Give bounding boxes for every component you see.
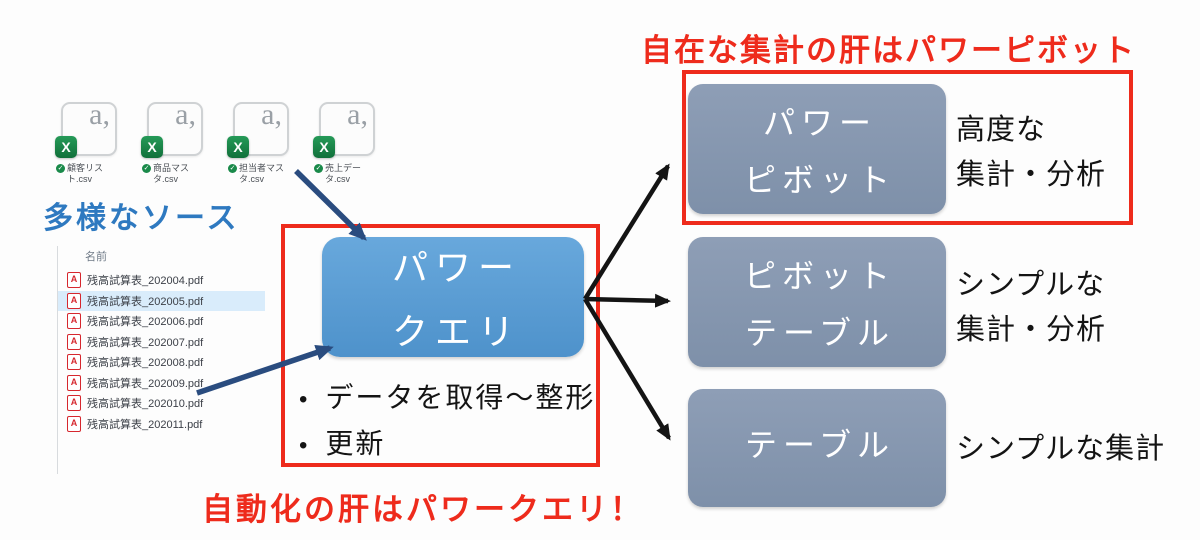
pdf-icon: A [67,313,81,330]
power-query-title-line2: クエリ [391,311,521,352]
power-query-title-line1: パワー [391,247,521,288]
bullet-icon: • [299,432,308,459]
csv-file-product-master[interactable]: a, X ✓ 商品マスタ.csv [141,98,208,186]
csv-glyph: a, [89,98,110,131]
file-name: 残高試算表_202007.pdf [87,336,204,349]
pdf-icon: A [67,374,81,391]
table-title-line1: テーブル [744,426,896,463]
power-pivot-box: パワー ピボット [688,84,946,214]
pivot-table-title-line2: テーブル [744,314,896,351]
file-explorer-list: 名前 A 残高試算表_202004.pdf A 残高試算表_202005.pdf… [57,244,265,474]
power-query-bullets: • データを取得～整形 • 更新 [299,376,595,468]
bullet-text: データを取得～整形 [325,382,596,413]
file-row[interactable]: A 残高試算表_202008.pdf [57,352,265,373]
csv-file-icon: a, X [313,98,375,158]
excel-badge-icon: X [227,136,249,158]
power-query-box: パワー クエリ [322,237,584,357]
desc-line: 高度な [956,114,1047,146]
csv-file-label: ✓ 売上データ.csv [314,163,380,186]
pivot-table-box: ピボット テーブル [688,237,946,367]
csv-file-icon: a, X [141,98,203,158]
file-list-header: 名前 [85,251,107,263]
pane-divider [57,246,58,474]
file-name: 残高試算表_202010.pdf [87,398,204,411]
file-row[interactable]: A 残高試算表_202007.pdf [57,332,265,353]
file-row[interactable]: A 残高試算表_202009.pdf [57,373,265,394]
file-name: 残高試算表_202008.pdf [87,357,204,370]
sync-check-icon: ✓ [142,164,151,173]
file-name: 残高試算表_202009.pdf [87,377,204,390]
sync-check-icon: ✓ [314,164,323,173]
excel-badge-icon: X [55,136,77,158]
csv-glyph: a, [175,98,196,131]
power-pivot-frame [682,70,1133,225]
file-row-selected[interactable]: A 残高試算表_202005.pdf [57,290,265,311]
csv-file-staff-master[interactable]: a, X ✓ 担当者マスタ.csv [227,98,294,186]
file-name: 残高試算表_202005.pdf [87,295,204,308]
pdf-icon: A [67,395,81,412]
desc-line: シンプルな集計 [956,433,1166,465]
csv-glyph: a, [347,98,368,131]
sources-heading: 多様なソース [43,202,240,235]
pdf-icon: A [67,292,81,309]
pdf-icon: A [67,333,81,350]
file-row[interactable]: A 残高試算表_202010.pdf [57,393,265,414]
csv-sources-row: a, X ✓ 顧客リスト.csv a, X ✓ 商品マスタ.csv a, X [55,98,380,186]
file-name: 残高試算表_202004.pdf [87,275,204,288]
annotation-power-pivot: 自在な集計の肝はパワーピボット [641,33,1136,68]
desc-line: 集計・分析 [956,158,1107,191]
desc-line: 集計・分析 [956,313,1107,346]
desc-line: シンプルな [956,269,1106,301]
file-name: 残高試算表_202006.pdf [87,316,204,329]
file-row[interactable]: A 残高試算表_202011.pdf [57,414,265,435]
bullet-text: 更新 [325,428,386,459]
pdf-icon: A [67,415,81,432]
bullet-icon: • [299,386,308,413]
file-row[interactable]: A 残高試算表_202006.pdf [57,311,265,332]
file-row[interactable]: A 残高試算表_202004.pdf [57,270,265,291]
csv-glyph: a, [261,98,282,131]
csv-file-label: ✓ 顧客リスト.csv [56,163,122,186]
sync-check-icon: ✓ [228,164,237,173]
pdf-icon: A [67,272,81,289]
pdf-icon: A [67,354,81,371]
csv-file-label: ✓ 商品マスタ.csv [142,163,208,186]
power-pivot-desc: 高度な 集計・分析 [956,108,1106,198]
table-desc: シンプルな集計 [956,427,1165,472]
annotation-power-query: 自動化の肝はパワークエリ！ [202,492,644,527]
csv-file-name: 顧客リスト.csv [67,163,104,185]
csv-file-icon: a, X [55,98,117,158]
csv-file-name: 担当者マスタ.csv [239,163,285,185]
csv-file-icon: a, X [227,98,289,158]
pivot-table-title-line1: ピボット [743,257,896,294]
bullet-item: • データを取得～整形 [299,376,595,416]
sync-check-icon: ✓ [56,164,65,173]
power-pivot-title-line1: パワー [762,104,877,141]
excel-badge-icon: X [313,136,335,158]
csv-file-name: 売上データ.csv [325,163,362,185]
excel-badge-icon: X [141,136,163,158]
pivot-table-desc: シンプルな 集計・分析 [956,263,1106,353]
table-box: テーブル [688,389,946,507]
file-name: 残高試算表_202011.pdf [87,418,203,431]
power-pivot-title-line2: ピボット [743,161,896,198]
csv-file-sales-data[interactable]: a, X ✓ 売上データ.csv [313,98,380,186]
csv-file-label: ✓ 担当者マスタ.csv [228,163,294,186]
csv-file-customer-list[interactable]: a, X ✓ 顧客リスト.csv [55,98,122,186]
csv-file-name: 商品マスタ.csv [153,163,190,185]
bullet-item: • 更新 [299,422,595,462]
